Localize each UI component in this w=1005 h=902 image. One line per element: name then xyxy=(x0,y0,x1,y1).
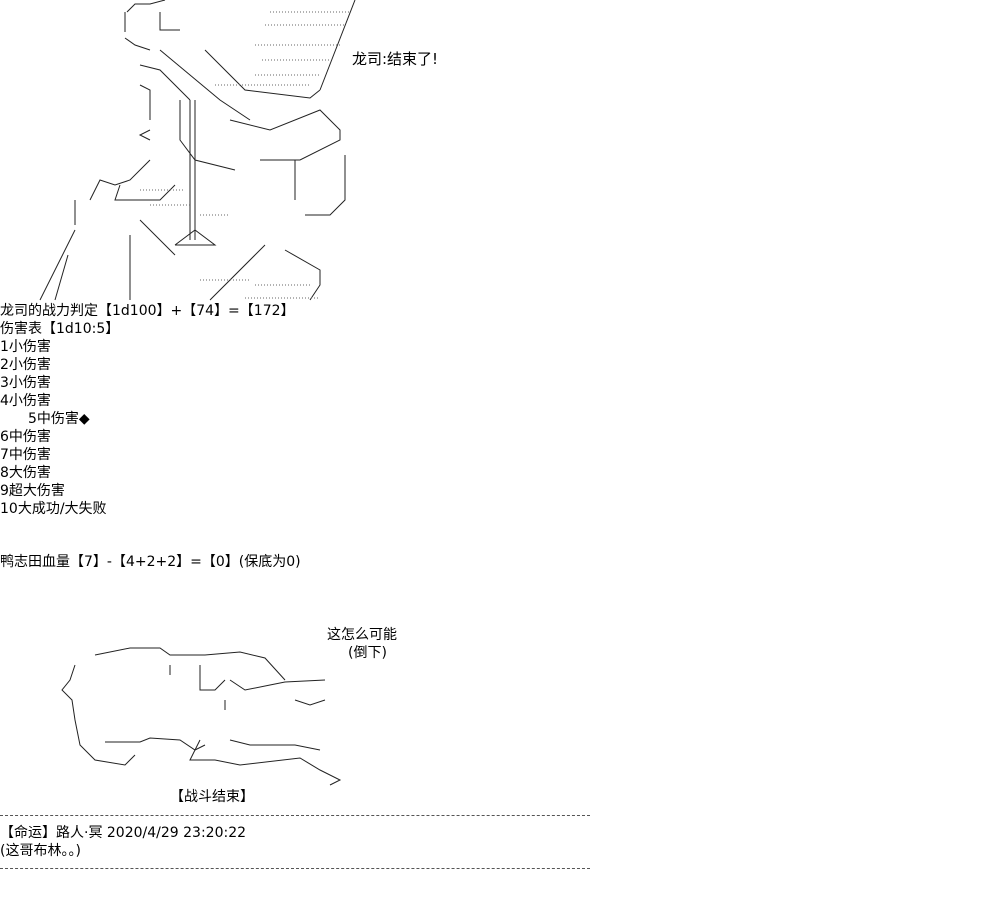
damage-table-row: 4小伤害 xyxy=(0,393,51,409)
fighter-speech: 龙司:结束了! xyxy=(352,50,439,68)
damage-table-row: 2小伤害 xyxy=(0,357,51,373)
damage-table-row: 3小伤害 xyxy=(0,375,51,391)
divider-top xyxy=(0,815,590,816)
damage-table-row-selected: 5中伤害◆ xyxy=(28,411,90,427)
damage-table-row: 10大成功/大失败 xyxy=(0,501,107,517)
hp-line: 鸭志田血量【7】-【4+2+2】=【0】(保底为0) xyxy=(0,554,301,570)
ascii-art-fallen-figure xyxy=(61,647,342,786)
ascii-art-fighter xyxy=(39,0,356,301)
fallen-speech: 这怎么可能 xyxy=(327,627,397,643)
damage-table-row: 1小伤害 xyxy=(0,339,51,355)
fallen-action: (倒下) xyxy=(348,645,387,661)
damage-table-row: 6中伤害 xyxy=(0,429,51,445)
comment-header: 【命运】路人·冥 2020/4/29 23:20:22 xyxy=(0,825,247,841)
power-check-line: 龙司的战力判定【1d100】+【74】=【172】 xyxy=(0,303,295,319)
comment-body: (这哥布林。。) xyxy=(0,843,81,859)
damage-table-title: 伤害表【1d10:5】 xyxy=(0,321,120,337)
damage-table-row: 9超大伤害 xyxy=(0,483,65,499)
damage-table-row: 7中伤害 xyxy=(0,447,51,463)
divider-bottom xyxy=(0,868,590,869)
battle-end-caption: 【战斗结束】 xyxy=(170,789,254,805)
damage-table-row: 8大伤害 xyxy=(0,465,51,481)
